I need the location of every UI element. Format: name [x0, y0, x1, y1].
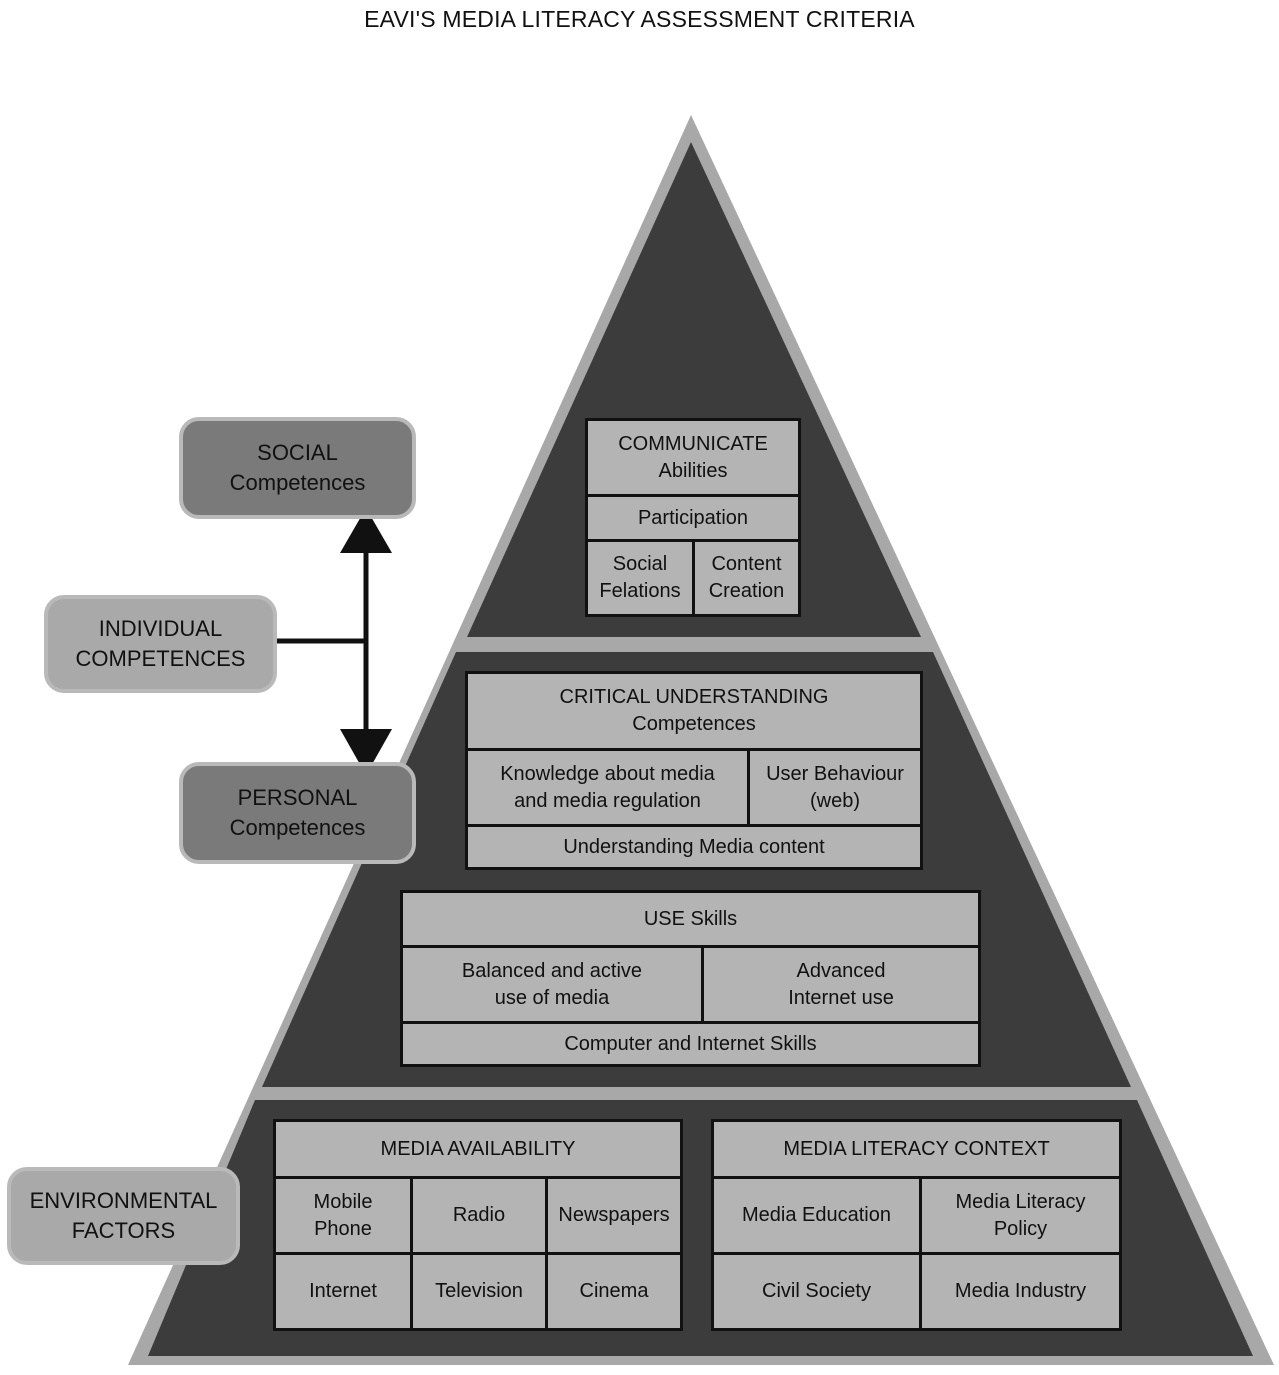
pyramid-top-tier: [467, 142, 921, 637]
advanced-internet-cell: Advanced Internet use: [704, 948, 978, 1024]
civil-society-cell: Civil Society: [714, 1255, 922, 1328]
mobile-phone-cell: Mobile Phone: [276, 1179, 413, 1255]
media-literacy-context-box: MEDIA LITERACY CONTEXT Media Education M…: [711, 1119, 1122, 1331]
media-education-cell: Media Education: [714, 1179, 922, 1255]
computer-internet-skills-cell: Computer and Internet Skills: [403, 1024, 978, 1064]
critical-understanding-box: CRITICAL UNDERSTANDING Competences Knowl…: [465, 671, 923, 870]
media-literacy-policy-cell: Media Literacy Policy: [922, 1179, 1119, 1255]
knowledge-media-cell: Knowledge about media and media regulati…: [468, 751, 750, 827]
radio-cell: Radio: [413, 1179, 548, 1255]
balanced-use-cell: Balanced and active use of media: [403, 948, 704, 1024]
communicate-box: COMMUNICATE Abilities Participation Soci…: [585, 418, 801, 617]
arrow-up-head: [340, 508, 392, 553]
newspapers-cell: Newspapers: [548, 1179, 680, 1255]
use-skills-header: USE Skills: [403, 893, 978, 948]
participation-cell: Participation: [588, 497, 798, 542]
social-competences-label: SOCIAL Competences: [179, 417, 416, 519]
media-availability-header: MEDIA AVAILABILITY: [276, 1122, 680, 1179]
personal-competences-label: PERSONAL Competences: [179, 762, 416, 864]
media-industry-cell: Media Industry: [922, 1255, 1119, 1328]
use-skills-box: USE Skills Balanced and active use of me…: [400, 890, 981, 1067]
cinema-cell: Cinema: [548, 1255, 680, 1328]
understanding-media-content-cell: Understanding Media content: [468, 827, 920, 867]
environmental-factors-label: ENVIRONMENTAL FACTORS: [7, 1167, 240, 1265]
critical-understanding-header: CRITICAL UNDERSTANDING Competences: [468, 674, 920, 751]
internet-cell: Internet: [276, 1255, 413, 1328]
content-creation-cell: Content Creation: [695, 542, 798, 614]
arrow-down-head: [340, 729, 392, 775]
user-behaviour-cell: User Behaviour (web): [750, 751, 920, 827]
television-cell: Television: [413, 1255, 548, 1328]
communicate-header: COMMUNICATE Abilities: [588, 421, 798, 497]
media-availability-box: MEDIA AVAILABILITY Mobile Phone Radio Ne…: [273, 1119, 683, 1331]
media-literacy-context-header: MEDIA LITERACY CONTEXT: [714, 1122, 1119, 1179]
social-relations-cell: Social Felations: [588, 542, 695, 614]
individual-competences-label: INDIVIDUAL COMPETENCES: [44, 595, 277, 693]
page-title: EAVI'S MEDIA LITERACY ASSESSMENT CRITERI…: [364, 6, 915, 32]
